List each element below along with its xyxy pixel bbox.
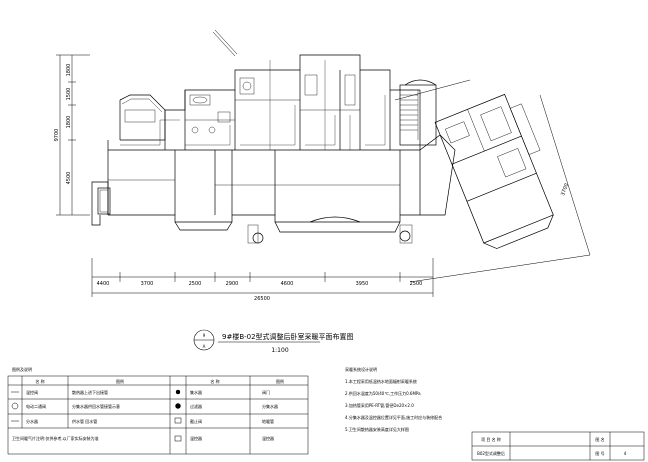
legend-cell: 卫生间暖气片注明:仅供参考,以厂家实际安装为准	[12, 435, 99, 441]
dim-segment-label: 2500	[410, 281, 423, 287]
dim-left-label: 1800	[66, 116, 72, 129]
title-block-label: 图 号	[595, 450, 604, 456]
dimension-texts: 4400 3700 2500 2900 4600 3950 2500 26500…	[54, 64, 570, 302]
drawing-title: 9#楼B-02型式调整后卧室采暖平面布置图	[222, 332, 354, 341]
legend-col-header: 名 称	[35, 378, 44, 384]
legend-cell: 阀门	[262, 389, 270, 395]
design-notes: 采暖系统设计说明 1.本工程采用低温热水地面辐射采暖系统 2.供回水温度为50/…	[345, 366, 442, 432]
legend-col-header: 图例	[276, 378, 284, 384]
wing-connector	[419, 134, 456, 216]
title-block-value: 4	[624, 451, 627, 456]
legend-cell: 过滤器	[190, 403, 202, 409]
drawing-scale: 1:100	[271, 347, 288, 354]
east-wing	[434, 93, 554, 249]
stair-landing	[404, 79, 437, 86]
legend-cell: 集水器	[190, 389, 202, 395]
title-block-label: 图 名	[595, 436, 604, 442]
title-block-label: 项 目 名 称	[481, 436, 501, 442]
dim-segment-label: 3950	[356, 281, 369, 287]
title-block: 项 目 名 称 图 名 B02型式调整后 图 号 4	[471, 431, 645, 461]
legend-col-header: 图例	[116, 378, 124, 384]
note-item: 2.供回水温度为50/40℃,工作压力0.6MPa	[345, 390, 421, 396]
legend-cell: 分集水器	[262, 403, 278, 409]
note-item: 4.分集水器及温控器位置详见平面,施工时应与装修配合	[345, 414, 442, 420]
legend-cell: 温控器	[190, 435, 202, 441]
dimension-lines	[56, 54, 591, 297]
bay-window	[274, 221, 401, 233]
nw-bay-rail	[121, 98, 163, 113]
note-item: 1.本工程采用低温热水地面辐射采暖系统	[345, 378, 417, 384]
note-item: 3.加热管采用PE-RT管,管径De20×2.0	[345, 402, 414, 408]
window-sill	[247, 224, 259, 244]
legend-cell: 分水器	[26, 418, 38, 424]
callout-bottom: A	[203, 344, 206, 349]
dim-segment-label: 2900	[226, 281, 239, 287]
legend-table: 图例及说明 名 称 图例 名 称 图例 温控阀 散热器上进下	[7, 366, 309, 455]
legend-col-header: 名 称	[210, 378, 219, 384]
left-balcony	[97, 187, 111, 215]
nw-bay	[119, 94, 166, 111]
main-wall-north	[120, 54, 420, 141]
legend-cell: 温控器	[262, 435, 274, 441]
left-balcony-inner	[99, 189, 109, 213]
dim-ticks-left	[56, 54, 90, 216]
nw-diagonal	[214, 29, 238, 55]
drawing-title-block: 9 A 9#楼B-02型式调整后卧室采暖平面布置图 1:100	[193, 329, 354, 354]
note-item: 5.卫生间散热器安装高度详见大样图	[345, 426, 409, 432]
legend-cell: 散热器上进下出接管	[72, 389, 108, 395]
stair-treads	[400, 90, 419, 140]
legend-cell: 分集水器供回水管接管示意	[72, 403, 120, 409]
dim-left-label: 1500	[66, 88, 72, 101]
nw-diagonal	[212, 31, 236, 57]
main-wall-south	[108, 214, 420, 223]
dim-segment-label: 4400	[97, 281, 110, 287]
legend-header: 图例及说明	[12, 366, 32, 372]
floor-plan	[91, 29, 554, 249]
dim-segment-label: 3700	[141, 281, 154, 287]
dim-ticks	[91, 258, 434, 297]
legend-cell: 供水管 回水管	[72, 418, 97, 424]
dim-right-label: 3700	[560, 183, 570, 197]
legend-cell: 温控阀	[26, 389, 38, 395]
legend-symbols	[11, 389, 182, 442]
dim-left-total: 9700	[54, 129, 60, 142]
bay-window	[174, 221, 233, 231]
callout-top: 9	[203, 333, 206, 338]
legend-cell: 截止阀	[190, 418, 202, 424]
dim-segment-label: 4600	[281, 281, 294, 287]
notes-header: 采暖系统设计说明	[345, 366, 377, 372]
dim-segment-label: 2500	[189, 281, 202, 287]
legend-cell: 地暖管	[262, 418, 274, 424]
dim-left-label: 1800	[66, 64, 72, 77]
title-block-value: B02型式调整后	[477, 450, 505, 456]
legend-cell: 电动二通阀	[26, 403, 46, 409]
fixtures	[124, 74, 356, 134]
dim-total-label: 26500	[254, 296, 270, 302]
bay-window-curve	[309, 216, 361, 223]
heating-pipes	[120, 60, 386, 150]
column	[399, 230, 411, 242]
dim-left-label: 4500	[66, 172, 72, 185]
window-sill	[399, 224, 413, 244]
